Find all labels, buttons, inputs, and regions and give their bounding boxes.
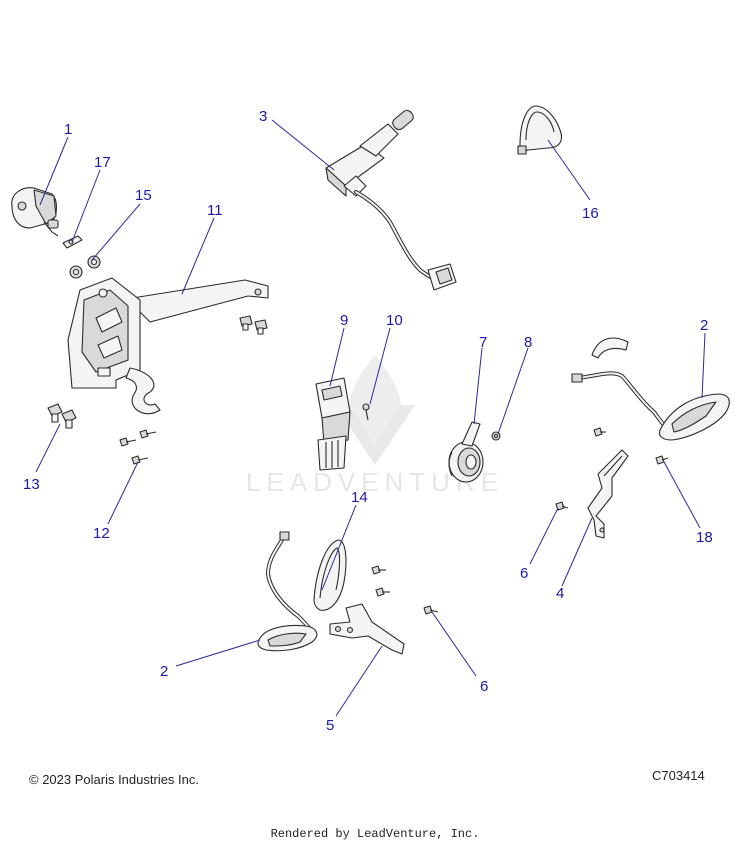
part-16-strap[interactable] [517,105,563,155]
part-4-bracket[interactable] [587,449,629,539]
bolts-near-bracket[interactable] [239,315,268,335]
part-11-mounting-bracket[interactable] [67,277,269,415]
part-15-nuts[interactable] [69,255,101,279]
callout-9[interactable]: 9 [340,312,348,329]
callout-labels: 1 17 15 11 3 16 2 9 10 7 8 13 12 14 18 6… [23,108,713,734]
part-10-screw[interactable] [362,403,370,421]
callout-8[interactable]: 8 [524,334,532,351]
part-18-screw[interactable] [655,455,669,465]
screw-near-bracket-4[interactable] [593,427,606,437]
watermark-flame-icon [348,355,402,455]
part-14-strap[interactable] [313,539,347,611]
part-5-bracket[interactable] [329,603,405,655]
callout-15[interactable]: 15 [135,187,152,204]
part-13-bolts[interactable] [47,403,77,429]
callout-7[interactable]: 7 [479,334,487,351]
callout-6-lower[interactable]: 6 [480,678,488,695]
callout-10[interactable]: 10 [386,312,403,329]
callout-5[interactable]: 5 [326,717,334,734]
copyright-notice: © 2023 Polaris Industries Inc. [29,772,199,787]
callout-11[interactable]: 11 [207,202,223,219]
callout-2-upper[interactable]: 2 [700,317,708,334]
callout-18[interactable]: 18 [696,529,713,546]
part-3-turn-signal-switch[interactable] [325,108,457,291]
callout-17[interactable]: 17 [94,154,111,171]
screws-near-strap[interactable] [371,565,390,597]
callout-14[interactable]: 14 [351,489,368,506]
callout-4[interactable]: 4 [556,585,564,602]
rendered-by-credit: Rendered by LeadVenture, Inc. [270,827,480,841]
part-9-connector-block[interactable] [315,377,351,471]
part-6-screw-lower[interactable] [423,605,439,615]
callout-13[interactable]: 13 [23,476,40,493]
callout-12[interactable]: 12 [93,525,110,542]
leader-lines [35,119,706,717]
watermark-v-icon [335,405,415,465]
part-12-bolts[interactable] [119,429,157,465]
callout-6-right[interactable]: 6 [520,565,528,582]
callout-3[interactable]: 3 [259,108,267,125]
part-7-horn[interactable] [448,421,484,483]
callout-2-lower[interactable]: 2 [160,663,168,680]
part-2-mirror-upper[interactable] [571,337,730,441]
callout-1[interactable]: 1 [64,121,72,138]
callout-16[interactable]: 16 [582,205,599,222]
part-2-mirror-lower[interactable] [257,531,318,652]
diagram-code: C703414 [652,768,705,783]
part-1-light-housing[interactable] [11,187,59,237]
